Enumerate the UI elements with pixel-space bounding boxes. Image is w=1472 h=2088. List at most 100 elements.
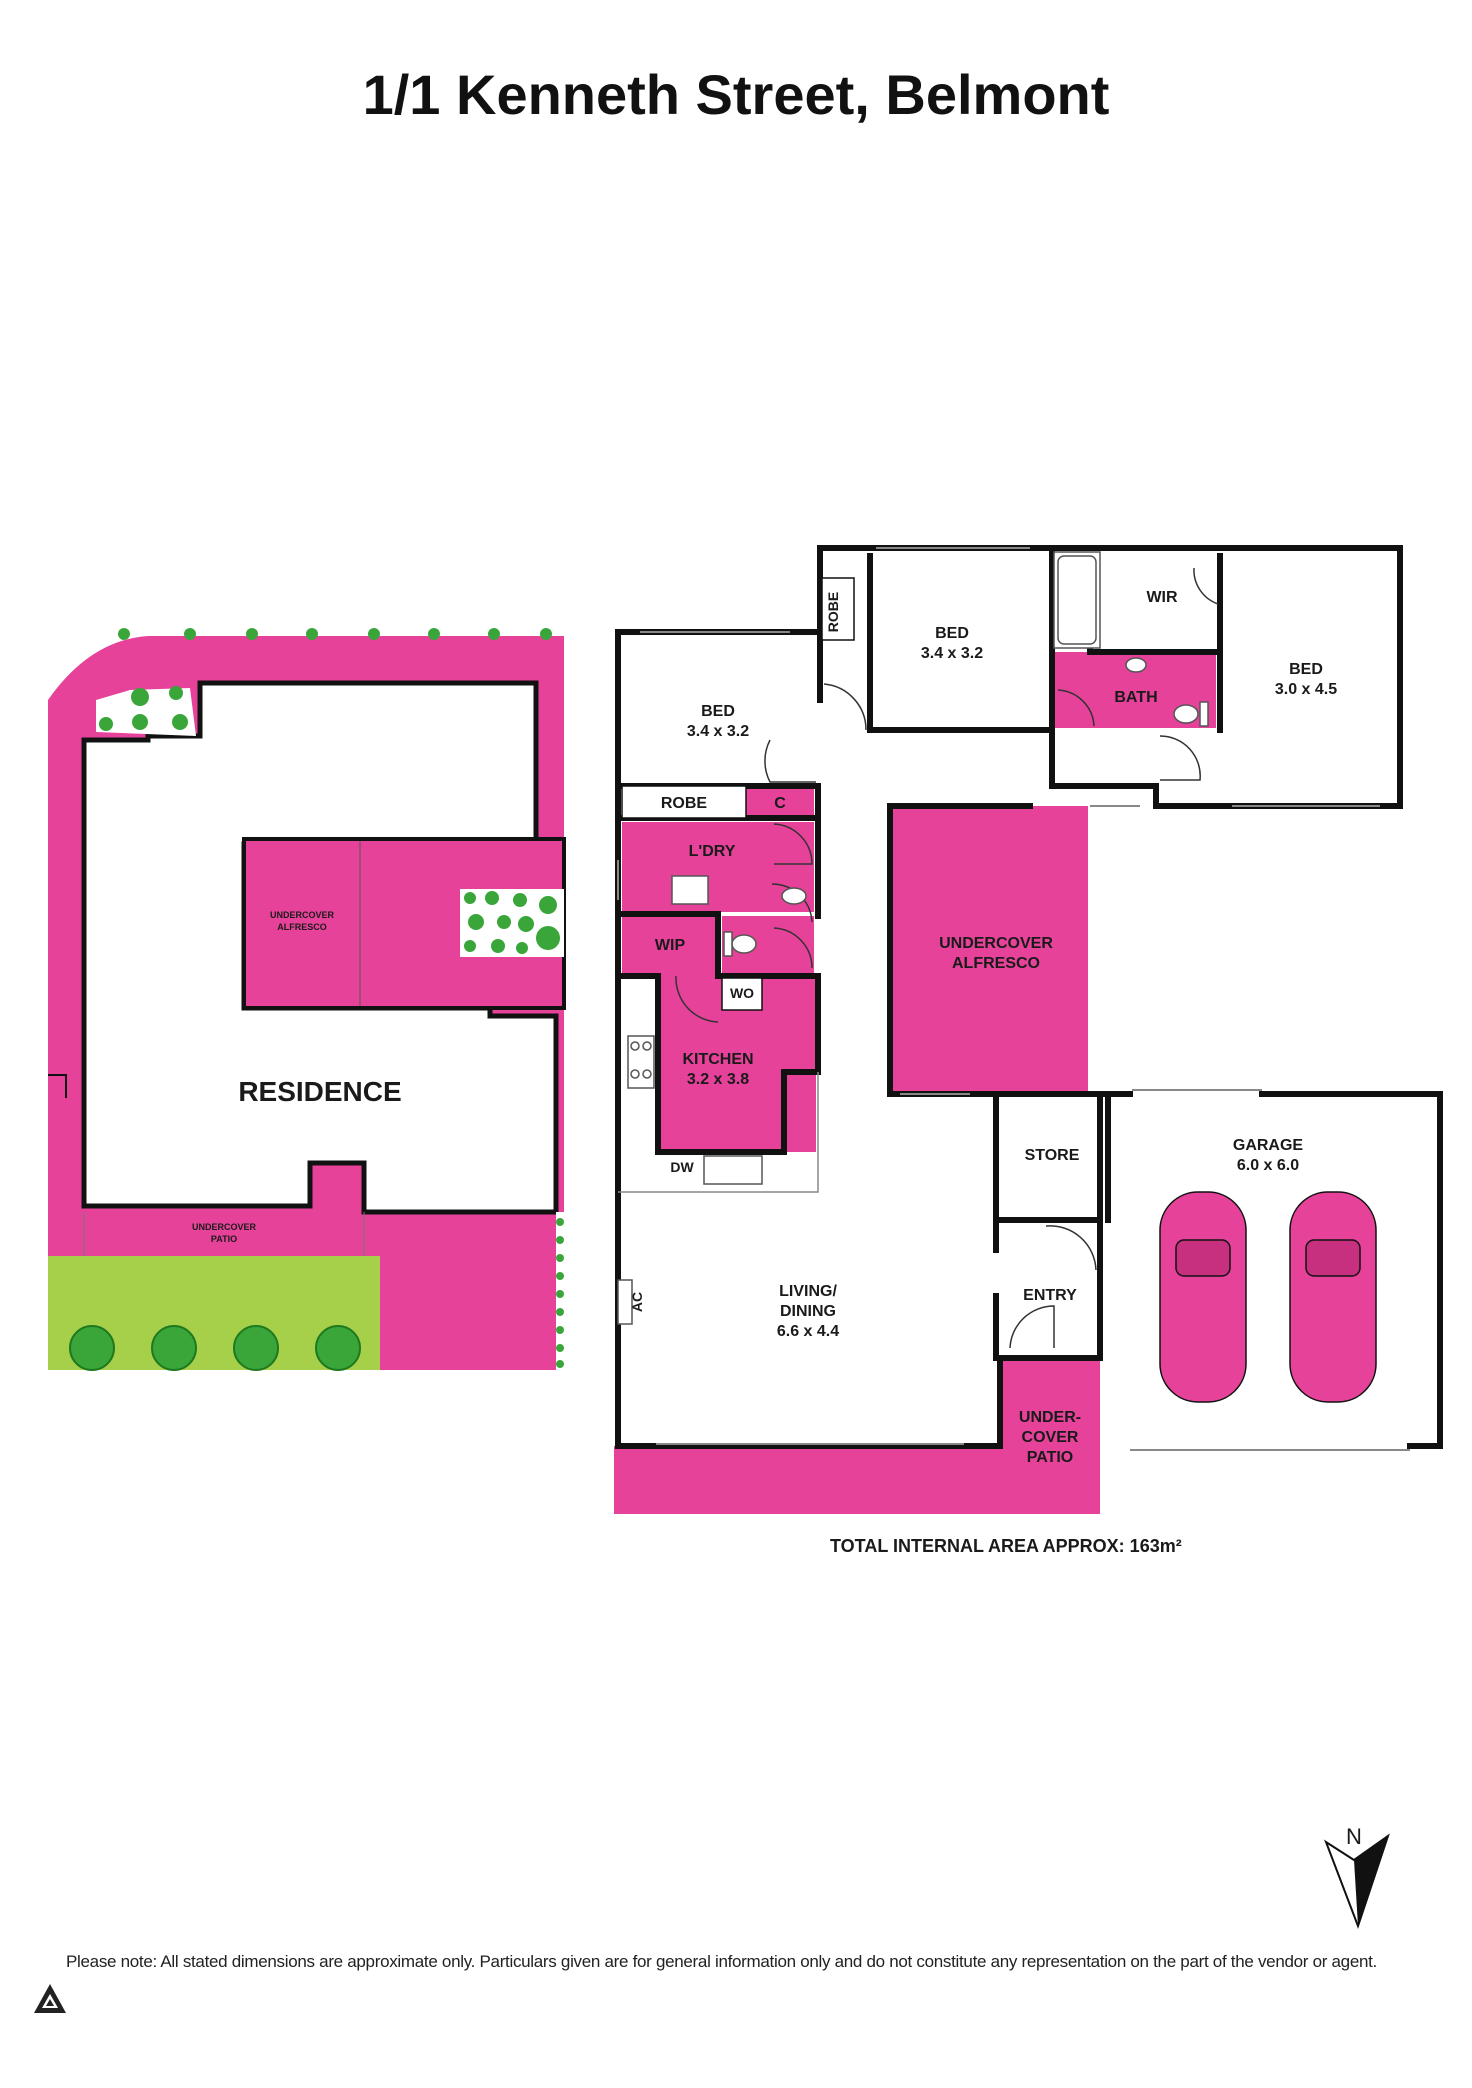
site-side-hedge: [556, 1218, 564, 1368]
fixtures: [617, 551, 1209, 1325]
site-door-mark: [48, 1074, 67, 1098]
hotplate-icon: [630, 1069, 640, 1079]
living-name-1: LIVING/: [779, 1283, 837, 1300]
shrub-icon: [497, 915, 511, 929]
tree-icon: [556, 1326, 564, 1334]
living-name-2: DINING: [780, 1303, 836, 1320]
shrub-icon: [464, 940, 476, 952]
tree-icon: [556, 1218, 564, 1226]
bathtub-icon: [1057, 555, 1097, 645]
door-swings: [675, 567, 1219, 1349]
shrub-icon: [99, 717, 113, 731]
cupboard-label: C: [774, 795, 786, 812]
bed3-dimension: 3.0 x 4.5: [1275, 681, 1337, 698]
bed2-dimension: 3.4 x 3.2: [921, 645, 983, 662]
compass-north-arrow: N: [1323, 1824, 1390, 1929]
robe-label-vertical: ROBE: [825, 592, 841, 632]
site-corner-shrubs: [99, 686, 188, 731]
cupboard-zone: [744, 786, 814, 818]
tree-icon: [69, 1325, 115, 1371]
wc-cistern-icon: [723, 931, 733, 957]
door-arc: [823, 683, 867, 731]
site-plan: RESIDENCE UNDERCOVER ALFRESCO UNDERCOVER…: [48, 628, 566, 1371]
shrub-icon: [131, 688, 149, 706]
shrub-icon: [485, 891, 499, 905]
tree-icon: [556, 1272, 564, 1280]
tree-icon: [184, 628, 196, 640]
living-dimension: 6.6 x 4.4: [777, 1323, 839, 1340]
tree-icon: [556, 1360, 564, 1368]
walls: [615, 545, 1443, 1449]
site-garden-shrubs: [464, 891, 560, 954]
undercover-patio-zone: [1002, 1358, 1100, 1448]
robe-label: ROBE: [661, 795, 708, 812]
shrub-icon: [516, 942, 528, 954]
ac-unit-icon: [617, 1279, 633, 1325]
compass-n-label: N: [1346, 1824, 1362, 1849]
wip-label: WIP: [655, 937, 686, 954]
hotplate-icon: [630, 1041, 640, 1051]
garage-dimension: 6.0 x 6.0: [1237, 1157, 1299, 1174]
tree-icon: [428, 628, 440, 640]
shrub-icon: [539, 896, 557, 914]
shrub-icon: [169, 686, 183, 700]
shrub-icon: [132, 714, 148, 730]
tree-icon: [233, 1325, 279, 1371]
door-arc: [773, 823, 813, 865]
bath-label: BATH: [1114, 689, 1157, 706]
shrub-icon: [491, 939, 505, 953]
site-patio-label-2: PATIO: [211, 1234, 237, 1244]
door-arc: [764, 739, 816, 783]
garage-name: GARAGE: [1233, 1137, 1304, 1154]
shrub-icon: [536, 926, 560, 950]
shrub-icon: [513, 893, 527, 907]
wo-label: WO: [730, 985, 754, 1001]
car-icon: [1289, 1191, 1377, 1403]
shrub-icon: [468, 914, 484, 930]
robe-box: [821, 577, 855, 641]
alfresco-label-2: ALFRESCO: [952, 955, 1040, 972]
floor-plan: BED 3.4 x 3.2 BED 3.4 x 3.2 BED 3.0 x 4.…: [614, 545, 1443, 1514]
door-arc: [773, 927, 813, 969]
dishwasher-label: DW: [670, 1159, 694, 1175]
alfresco-label-1: UNDERCOVER: [939, 935, 1053, 952]
toilet-icon: [1173, 704, 1199, 724]
shrub-icon: [518, 916, 534, 932]
wall-west: [615, 629, 1003, 1449]
door-arc: [675, 975, 719, 1023]
tree-icon: [556, 1344, 564, 1352]
tree-icon: [306, 628, 318, 640]
kitchen-counter: [618, 1072, 819, 1193]
bed1-name: BED: [701, 703, 735, 720]
tree-icon: [368, 628, 380, 640]
site-alfresco-label-2: ALFRESCO: [277, 922, 327, 932]
door-arc: [1009, 1305, 1055, 1349]
windows: [617, 547, 1410, 1451]
wir-label: WIR: [1146, 589, 1178, 606]
kitchen-name: KITCHEN: [682, 1051, 753, 1068]
kitchen-dimension: 3.2 x 3.8: [687, 1071, 749, 1088]
cistern-icon: [1199, 701, 1209, 727]
disclaimer-text: Please note: All stated dimensions are a…: [66, 1952, 1377, 1971]
wall-robe-column: [817, 545, 1403, 809]
site-hedge-top: [118, 628, 552, 640]
car-windshield: [1305, 1239, 1361, 1277]
tree-icon: [488, 628, 500, 640]
kitchen-sink-icon: [703, 1155, 763, 1185]
site-patio-label-1: UNDERCOVER: [192, 1222, 257, 1232]
patio-label-3: PATIO: [1027, 1449, 1074, 1466]
page-title: 1/1 Kenneth Street, Belmont: [362, 63, 1110, 126]
garage-cars: [1159, 1191, 1377, 1403]
site-lawn-trees: [69, 1325, 361, 1371]
door-arc: [1045, 1225, 1097, 1271]
bath-basin-icon: [1125, 657, 1147, 673]
ac-label: AC: [629, 1292, 645, 1312]
laundry-label: L'DRY: [689, 843, 736, 860]
hotplate-icon: [642, 1041, 652, 1051]
wall-wip: [655, 911, 821, 1155]
tree-icon: [246, 628, 258, 640]
wo-box: [721, 977, 763, 1011]
entry-label: ENTRY: [1023, 1287, 1077, 1304]
total-area-note: TOTAL INTERNAL AREA APPROX: 163m²: [830, 1536, 1182, 1556]
